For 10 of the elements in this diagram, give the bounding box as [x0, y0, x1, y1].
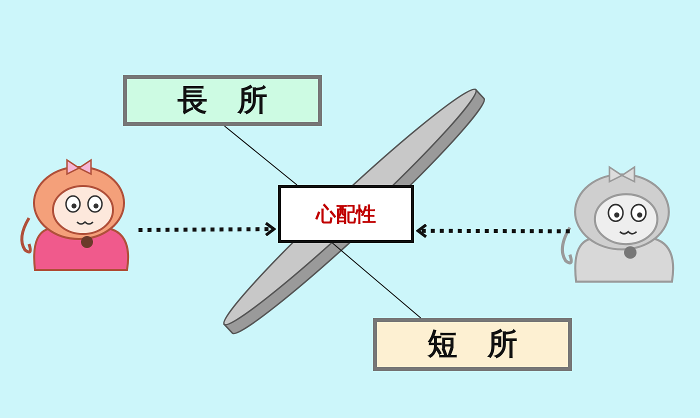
dotted-arrow — [416, 223, 570, 238]
label-box — [123, 75, 322, 126]
dotted-arrow — [138, 222, 276, 237]
connector-line — [224, 126, 298, 186]
label-text: 心配性 — [316, 200, 376, 228]
label-box — [373, 318, 572, 371]
label-text: 短 所 — [428, 326, 518, 364]
connector-line — [332, 242, 422, 318]
concept-box — [278, 185, 414, 243]
label-text: 長 所 — [178, 82, 268, 120]
